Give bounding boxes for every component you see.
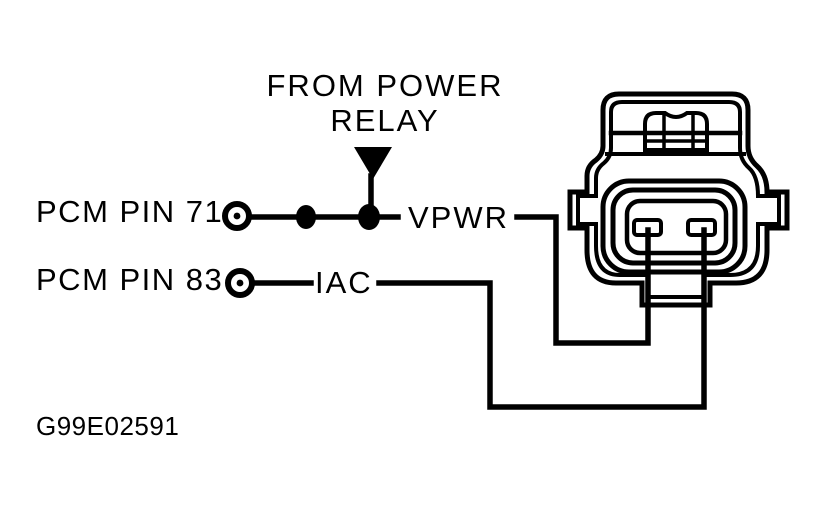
connector-opening (624, 198, 729, 256)
connector-body-inner (576, 100, 781, 299)
pcm-pin-83-label: PCM PIN 83 (36, 262, 224, 297)
connector-body-outer (567, 91, 790, 308)
terminal-pin83-icon (225, 268, 255, 298)
connector-seal-mid (610, 187, 738, 266)
power-source-label: FROM POWER RELAY (245, 68, 525, 138)
splice-dot-icon (358, 204, 380, 230)
iac-signal-label: IAC (315, 265, 373, 300)
pcm-pin-71-label: PCM PIN 71 (36, 194, 224, 229)
connector-seal-outer (600, 178, 748, 275)
figure-id: G99E02591 (36, 411, 180, 441)
power-source-label-line1: FROM POWER (266, 68, 504, 103)
connector-clip-details (643, 112, 709, 151)
splice-dot-icon (296, 205, 316, 229)
iac-connector-icon (567, 91, 790, 308)
terminal-pin71-icon (222, 201, 252, 231)
wire-iac (250, 227, 707, 410)
vpwr-signal-label: VPWR (408, 200, 509, 235)
power-source-label-line2: RELAY (330, 103, 440, 138)
power-arrow-icon (354, 147, 392, 179)
connector-clip (643, 111, 709, 152)
